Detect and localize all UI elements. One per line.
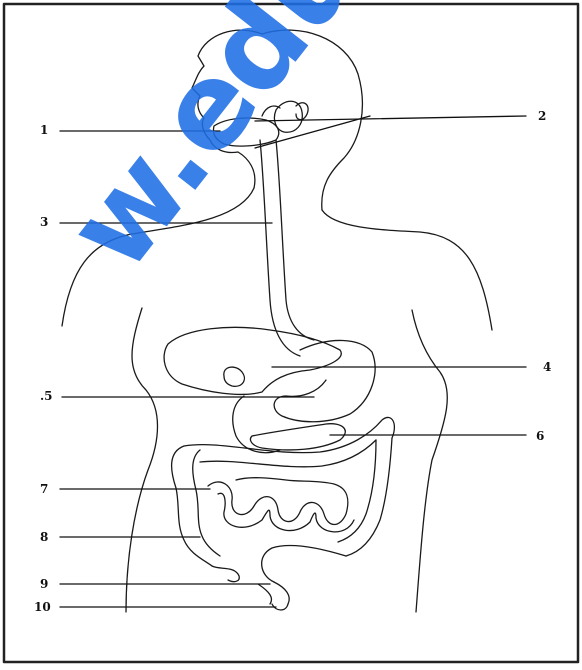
sigmoid-colon [262, 546, 346, 582]
rectum [258, 582, 289, 604]
stomach [274, 340, 375, 421]
head-outline [192, 30, 262, 188]
salivary-gland [274, 101, 302, 132]
label-7: 7 [40, 483, 48, 495]
label-1: 1 [40, 124, 48, 136]
pancreas [250, 424, 345, 450]
small-intestine [208, 478, 348, 525]
descending-colon [338, 438, 392, 556]
torso-right [412, 310, 447, 612]
label-9: 9 [40, 578, 48, 590]
ascending-colon [172, 446, 212, 566]
small-intestine-inner [218, 493, 354, 532]
label-8: 8 [40, 531, 48, 543]
left-shoulder [62, 188, 254, 326]
leader-lines [60, 116, 526, 607]
torso-left [126, 308, 158, 612]
right-shoulder [322, 210, 492, 330]
gallbladder [224, 367, 245, 386]
label-4: 4 [543, 361, 551, 373]
duodenum [233, 396, 280, 453]
label-6: 6 [536, 430, 544, 442]
oral-cavity [213, 118, 278, 146]
label-5: .5 [40, 390, 53, 402]
appendix [212, 566, 239, 582]
label-3: 3 [40, 216, 48, 228]
liver [164, 327, 341, 394]
ascending-colon-inner [193, 450, 220, 556]
esophagus [260, 140, 314, 356]
label-2: 2 [538, 110, 546, 122]
leader-line-2a [255, 116, 526, 121]
label-10: 10 [34, 601, 51, 613]
